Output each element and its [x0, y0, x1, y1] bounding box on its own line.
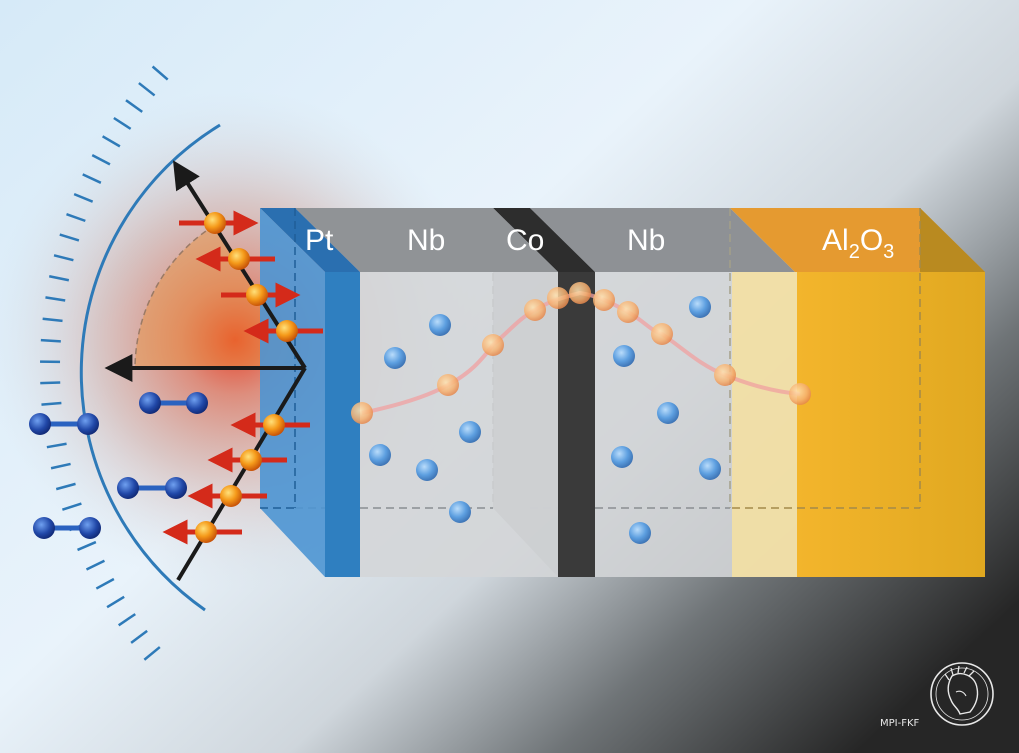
- atom: [459, 421, 481, 443]
- mpi-fkf-logo: MPI-FKF: [880, 662, 994, 729]
- profile-point: [524, 299, 546, 321]
- muon: [276, 320, 298, 342]
- atom: [689, 296, 711, 318]
- atom: [416, 459, 438, 481]
- nb2-label: Nb: [627, 224, 665, 257]
- atom: [449, 501, 471, 523]
- profile-point: [651, 323, 673, 345]
- profile-point: [547, 287, 569, 309]
- muon: [240, 449, 262, 471]
- atom: [613, 345, 635, 367]
- nb1-layer: [295, 208, 558, 577]
- atom: [369, 444, 391, 466]
- muon: [195, 521, 217, 543]
- muon: [204, 212, 226, 234]
- molecule-icon: [117, 477, 187, 499]
- co-label: Co: [506, 224, 544, 257]
- pt-label: Pt: [305, 224, 334, 257]
- minerva-head-icon: [930, 662, 994, 726]
- muons: [162, 210, 323, 545]
- detector-arc-icon: [40, 65, 221, 661]
- atom: [429, 314, 451, 336]
- profile-point: [569, 282, 591, 304]
- atom: [629, 522, 651, 544]
- molecule-icon: [29, 413, 99, 435]
- muon: [220, 485, 242, 507]
- layer-stack: Pt Nb Co Nb Al2O3: [260, 208, 985, 577]
- atom: [611, 446, 633, 468]
- profile-point: [714, 364, 736, 386]
- profile-point: [789, 383, 811, 405]
- al2o3-layer: [729, 208, 985, 577]
- molecule-icon: [33, 517, 101, 539]
- molecule-icon: [139, 392, 208, 414]
- nb1-label: Nb: [407, 224, 445, 257]
- atom: [384, 347, 406, 369]
- atom: [699, 458, 721, 480]
- profile-point: [617, 301, 639, 323]
- muon: [228, 248, 250, 270]
- field-profile: [351, 282, 811, 424]
- pt-layer: [260, 208, 360, 577]
- profile-point: [437, 374, 459, 396]
- atoms: [369, 296, 721, 544]
- muon: [246, 284, 268, 306]
- al2o3-label: Al2O3: [822, 224, 894, 263]
- muon: [263, 414, 285, 436]
- profile-point: [351, 402, 373, 424]
- molecules: [29, 392, 208, 539]
- profile-point: [482, 334, 504, 356]
- logo-text: MPI-FKF: [880, 718, 920, 729]
- profile-point: [593, 289, 615, 311]
- incoming-beam-arrow-icon: [176, 366, 307, 582]
- atom: [657, 402, 679, 424]
